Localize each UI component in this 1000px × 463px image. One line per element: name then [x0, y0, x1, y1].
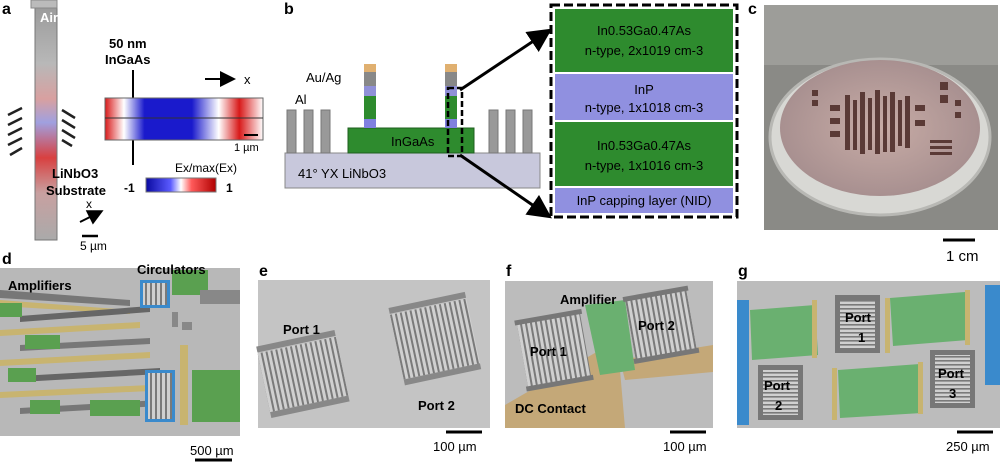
panel-letter: a	[2, 1, 11, 18]
colorbar-max: 1	[226, 181, 233, 195]
circulator-array	[140, 270, 240, 425]
panel-b: b 41° YX LiNbO3 Al InGaAs	[284, 1, 739, 219]
zoom-arrow-top	[459, 28, 552, 92]
panel-letter: g	[738, 263, 748, 280]
port2-label-e: Port 2	[418, 398, 455, 413]
contact-pillar-left	[364, 64, 376, 128]
layer-ingaas-bottom	[555, 122, 733, 186]
field-colorbar-title: Ex/max(Ex)	[175, 161, 237, 175]
colorbar-min: -1	[124, 181, 135, 195]
port2-number-g: 2	[775, 398, 782, 413]
zoom-arrow-bottom	[459, 153, 552, 219]
port1-label-f: Port 1	[530, 344, 567, 359]
layer-2-line2: n-type, 1x1018 cm-3	[585, 100, 704, 115]
substrate-label-1: LiNbO3	[52, 166, 98, 181]
idt-port1-f	[514, 308, 594, 392]
panel-letter: f	[506, 263, 512, 280]
amplifier-label-f: Amplifier	[560, 292, 616, 307]
al-fingers-left	[286, 109, 331, 154]
scale-100um-label-e: 100 µm	[433, 439, 477, 454]
field-colorbar	[145, 177, 217, 193]
layer-stack: In0.53Ga0.47As n-type, 2x1019 cm-3 InP n…	[549, 3, 739, 219]
amplifier-region	[585, 300, 635, 375]
panel-c: c 1 cm	[748, 1, 998, 265]
panel-letter: e	[259, 263, 268, 280]
scale-500um-label: 500 µm	[190, 443, 234, 458]
auag-label: Au/Ag	[306, 70, 341, 85]
circulators-label: Circulators	[137, 262, 206, 277]
idt-port2	[388, 291, 482, 386]
layer-1-line2: n-type, 2x1019 cm-3	[585, 43, 704, 58]
dc-contact-pad	[505, 350, 625, 428]
dc-contact-label: DC Contact	[515, 401, 586, 416]
port3-label-g: Port	[938, 366, 965, 381]
layer-inp	[555, 74, 733, 120]
layer-ingaas-top	[555, 9, 733, 72]
air-label: Air	[40, 10, 58, 25]
port2-label-f: Port 2	[638, 318, 675, 333]
zoom-box	[446, 86, 464, 158]
panel-a: a Air LiNbO3 Substrate x 5 µm 50 nm InGa…	[2, 0, 264, 253]
thin-film-label: 50 nm	[109, 36, 147, 51]
layer-capping	[555, 188, 733, 213]
wafer-devices	[812, 82, 961, 155]
ingaas-slab	[347, 127, 475, 154]
axis-x2-label: x	[86, 197, 92, 211]
axis-x-label: x	[244, 72, 251, 87]
layer-2-line1: InP	[634, 82, 654, 97]
panel-letter: d	[2, 251, 12, 268]
amplifier-array	[0, 290, 160, 416]
scale-250um-label: 250 µm	[946, 439, 990, 454]
layer-3-line1: In0.53Ga0.47As	[597, 138, 691, 153]
idt-port2-f	[622, 285, 700, 365]
idt-port1	[256, 329, 350, 419]
layer-3-line2: n-type, 1x1016 cm-3	[585, 158, 704, 173]
substrate-label-b: 41° YX LiNbO3	[298, 166, 386, 181]
field-map	[104, 97, 264, 141]
port2-label-g: Port	[764, 378, 791, 393]
scale-5um-label: 5 µm	[80, 239, 107, 253]
port1-number-g: 1	[858, 330, 865, 345]
ingaas-label-b: InGaAs	[391, 134, 435, 149]
circulator-layout	[737, 285, 1000, 425]
port3-number-g: 3	[949, 386, 956, 401]
panel-letter: b	[284, 1, 294, 18]
panel-e: e Port 1 Port 2 100 µm	[256, 263, 490, 454]
field-arrows	[7, 106, 76, 157]
ingaas-label-a: InGaAs	[105, 52, 151, 67]
layer-1-line1: In0.53Ga0.47As	[597, 23, 691, 38]
waveguide-top	[30, 0, 58, 9]
al-label: Al	[295, 92, 307, 107]
amplifiers-label: Amplifiers	[8, 278, 72, 293]
port1-label-g: Port	[845, 310, 872, 325]
scale-1cm-label: 1 cm	[946, 248, 979, 265]
substrate-label-2: Substrate	[46, 183, 106, 198]
scale-100um-label-f: 100 µm	[663, 439, 707, 454]
waveguide-bar	[34, 4, 58, 241]
panel-g: g Port 1 Port 2 Port 3 250 µm	[737, 263, 1000, 454]
port1-label-e: Port 1	[283, 322, 320, 337]
scale-1um-label: 1 µm	[234, 142, 259, 154]
layer-4-line1: InP capping layer (NID)	[577, 193, 712, 208]
panel-d: d A	[0, 251, 240, 462]
panel-f: f Amplifier Port 1 Port 2 DC Contact 100…	[505, 263, 713, 454]
axis-arrow-x2	[79, 210, 104, 225]
al-fingers-right	[488, 109, 533, 154]
panel-letter: c	[748, 1, 757, 18]
